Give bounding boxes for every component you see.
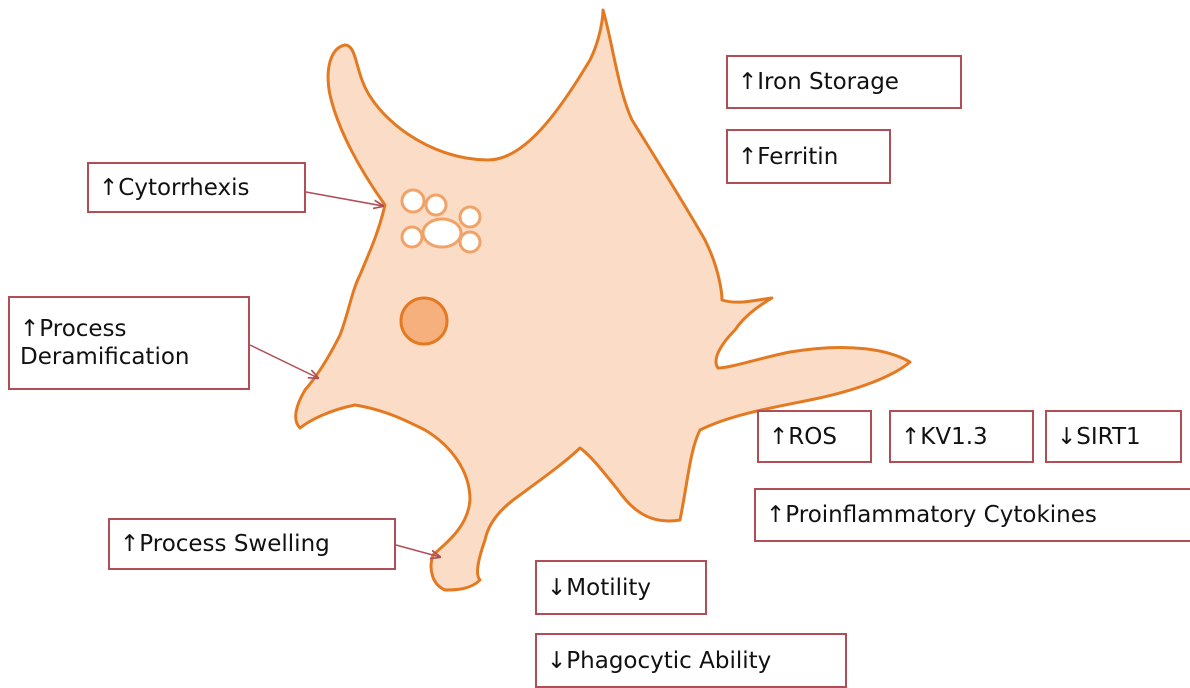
cytorrhexis-text: ↑Cytorrhexis [99,174,249,202]
process-deramification-arrow [250,345,318,378]
process-deramification-label: ↑Process Deramification [8,296,250,390]
nucleus [401,298,447,344]
kv13-label: ↑KV1.3 [889,410,1034,463]
iron-storage-text: ↑Iron Storage [738,68,899,96]
kv13-text: ↑KV1.3 [901,423,988,451]
ferritin-label: ↑Ferritin [726,129,891,184]
process-deramification-text-2: Deramification [20,343,190,371]
vacuole [402,227,422,247]
cytorrhexis-label: ↑Cytorrhexis [87,162,306,213]
phagocytic-ability-label: ↓Phagocytic Ability [535,633,847,688]
ferritin-text: ↑Ferritin [738,143,838,171]
proinflammatory-cytokines-text: ↑Proinflammatory Cytokines [766,501,1097,529]
motility-text: ↓Motility [547,574,651,602]
vacuole [460,232,480,252]
motility-label: ↓Motility [535,560,707,615]
ros-text: ↑ROS [769,423,837,451]
vacuole [423,219,461,247]
vacuole [426,195,446,215]
sirt1-text: ↓SIRT1 [1057,423,1141,451]
vacuole [460,207,480,227]
cytorrhexis-arrow [306,192,383,206]
process-swelling-text: ↑Process Swelling [120,530,330,558]
sirt1-label: ↓SIRT1 [1045,410,1182,463]
vacuole [402,190,424,212]
process-swelling-label: ↑Process Swelling [108,518,396,570]
process-deramification-text-1: ↑Process [20,315,127,343]
ros-label: ↑ROS [757,410,872,463]
process-swelling-arrow [396,545,440,557]
iron-storage-label: ↑Iron Storage [726,55,962,109]
proinflammatory-cytokines-label: ↑Proinflammatory Cytokines [754,488,1190,542]
phagocytic-ability-text: ↓Phagocytic Ability [547,647,771,675]
